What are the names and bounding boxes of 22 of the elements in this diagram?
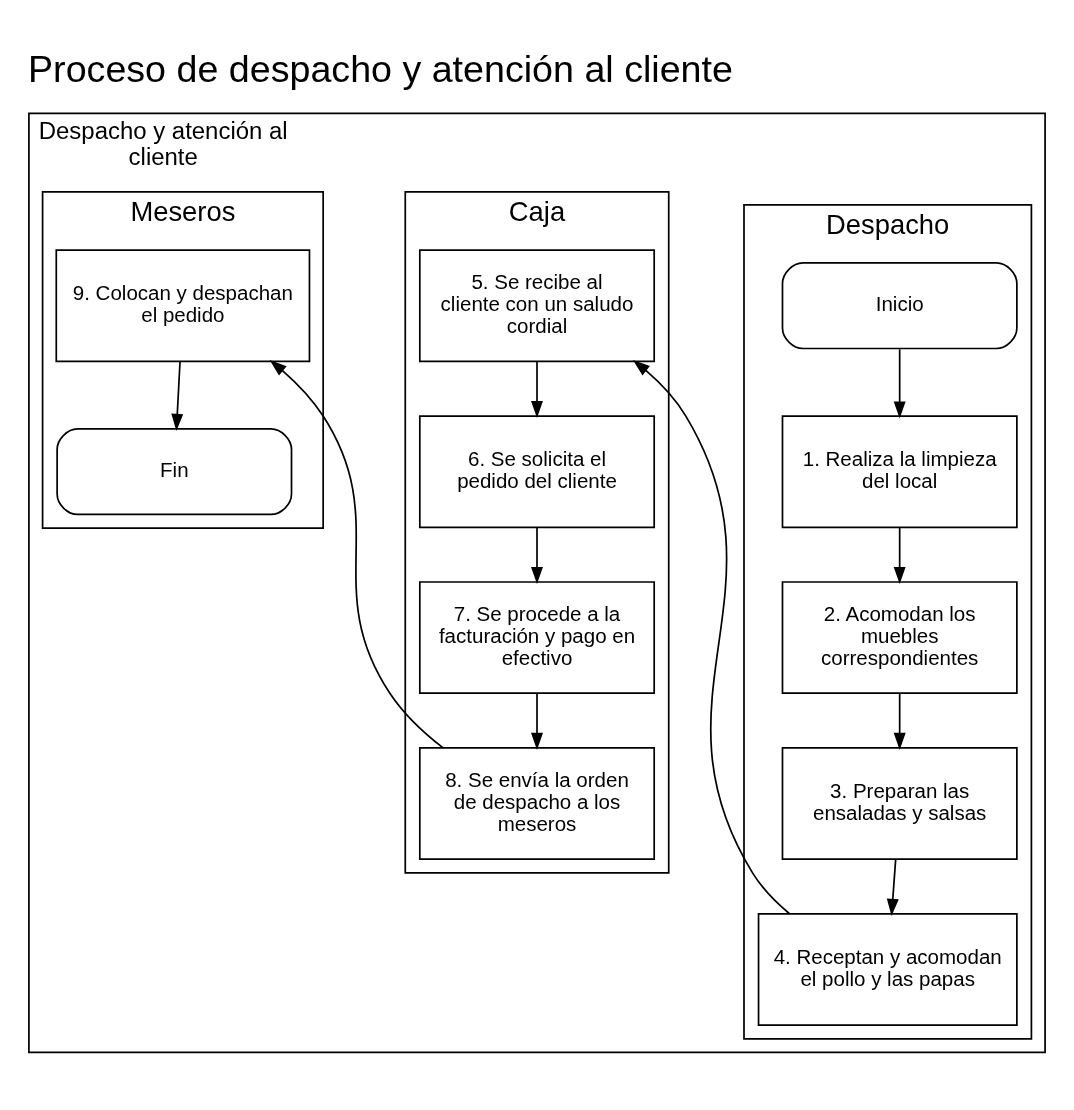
arrow (171, 360, 184, 431)
node-box: 7. Se procede a la facturación y pago en efectivo (418, 580, 656, 694)
node-box: 9. Colocan y despachan el pedido (55, 248, 311, 362)
arrow (886, 858, 899, 916)
diagram-title: Proceso de despacho y atención al cliente (28, 47, 733, 90)
node-box: 5. Se recibe al cliente con un saludo cordial (418, 248, 656, 362)
node-box: 2. Acomodan los muebles correspondientes (781, 580, 1018, 694)
arrow (632, 359, 791, 914)
arrow (531, 692, 543, 750)
node-box: 3. Preparan las ensaladas y salsas (781, 746, 1018, 860)
arrow (893, 347, 906, 419)
arrow (893, 692, 906, 750)
node-box: 6. Se solicita el pedido del cliente (418, 414, 656, 528)
arrow (893, 526, 906, 584)
node-box: Inicio (781, 261, 1018, 349)
arrow (269, 359, 444, 749)
node-box: Fin (56, 427, 293, 515)
node-box: 8. Se envía la orden de despacho a los meseros (418, 746, 656, 860)
arrow (531, 360, 543, 418)
node-box: 4. Receptan y acomodan el pollo y las papas (757, 912, 1018, 1026)
node-box: 1. Realiza la limpieza del local (781, 414, 1018, 528)
arrow (531, 526, 543, 584)
